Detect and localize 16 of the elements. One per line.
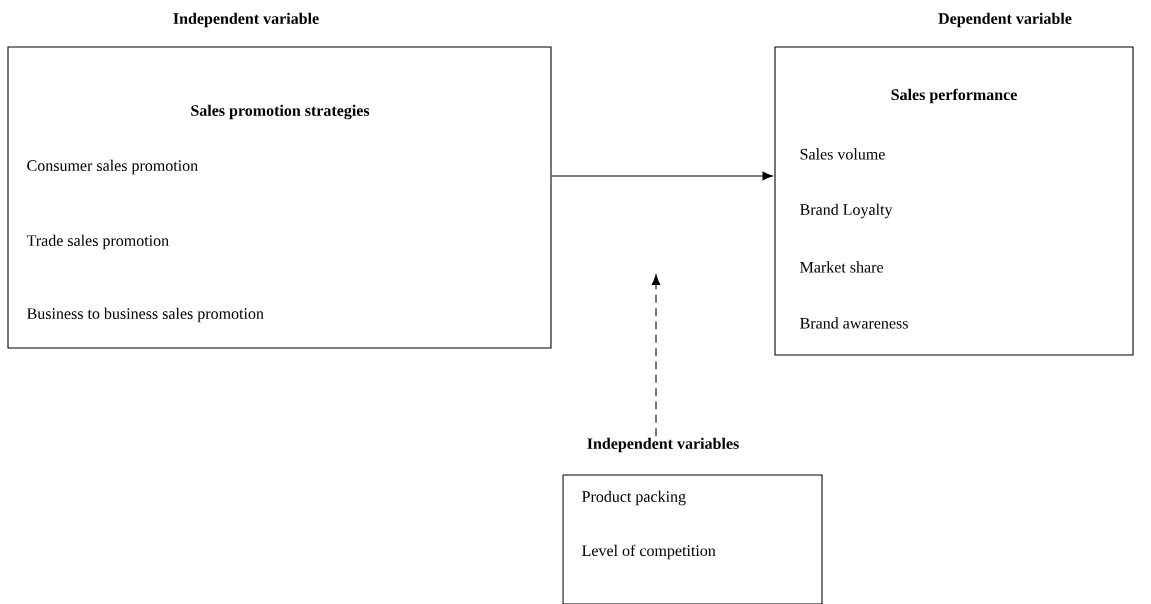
list-item: Trade sales promotion [26, 234, 169, 250]
heading: Independent variables [587, 437, 739, 453]
list-item: Sales volume [800, 148, 885, 160]
box-title: Sales promotion strategies [191, 104, 370, 120]
list-item: Market share [800, 261, 883, 273]
box-title: Sales performance [891, 88, 1017, 104]
arrow [551, 171, 773, 181]
list-item: Level of competition [582, 544, 716, 560]
list-item: Business to business sales promotion [27, 307, 264, 323]
list-item: Brand awareness [800, 317, 908, 329]
list-item: Brand Loyalty [800, 203, 893, 219]
heading: Dependent variable [938, 12, 1072, 28]
list-item: Consumer sales promotion [27, 159, 198, 175]
heading: Independent variable [173, 12, 319, 28]
arrow [651, 274, 661, 437]
list-item: Product packing [582, 490, 686, 506]
